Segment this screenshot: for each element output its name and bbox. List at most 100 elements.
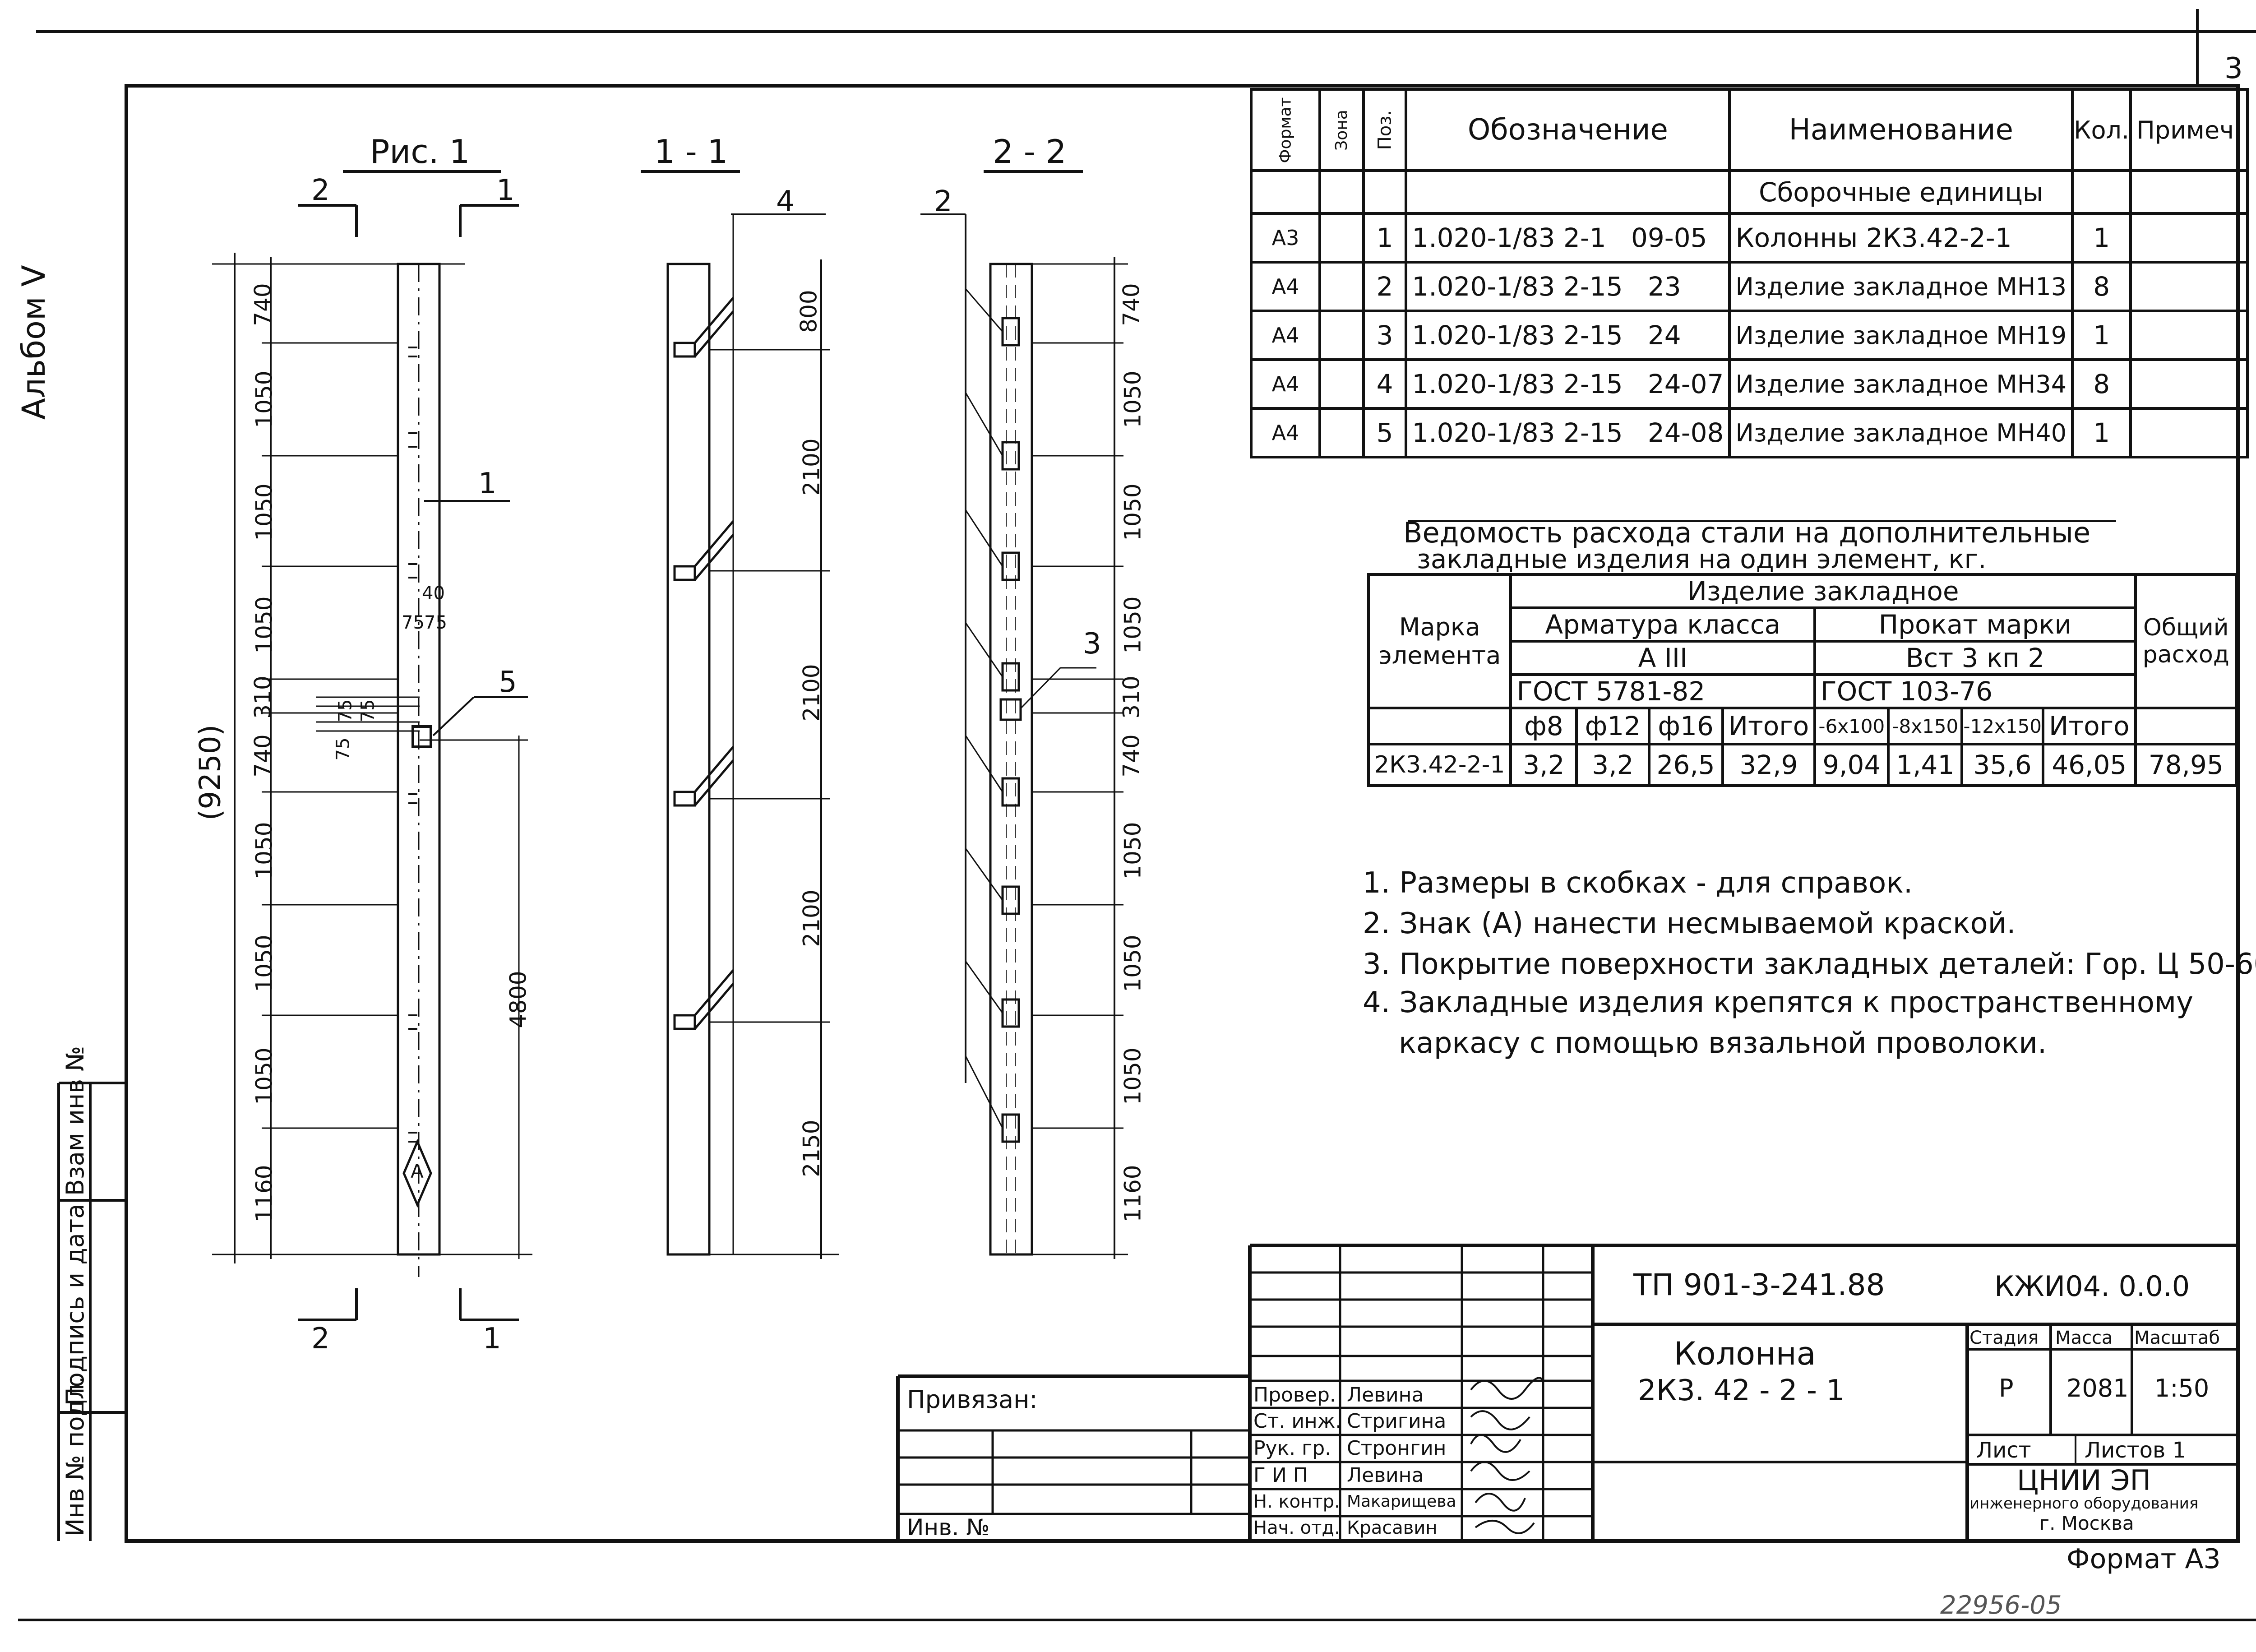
- org-line-2: инженерного оборудования: [1969, 1495, 2199, 1513]
- table-row: А4 5 1.020-1/83 2-15 24-08 Изделие закла…: [1249, 407, 2249, 458]
- fig1-dim-4: 1050: [251, 596, 277, 654]
- spec-h-zone: Зона: [1318, 88, 1365, 172]
- sig-role-5: Н. контр.: [1253, 1491, 1340, 1512]
- sec11-dim-3: 2100: [798, 664, 825, 722]
- org-line-3: г. Москва: [2039, 1512, 2134, 1534]
- steel-rebar-class: А III: [1509, 640, 1817, 676]
- fig1-dim-5: 310: [250, 676, 276, 719]
- sec22-dim-2: 1050: [1119, 370, 1146, 428]
- fig1-mark-a: A: [411, 1160, 424, 1182]
- sec22-dim-8: 1050: [1119, 935, 1146, 992]
- note-3: 3. Покрытие поверхности закладных детале…: [1363, 948, 2256, 981]
- scale-header: Масштаб: [2134, 1328, 2220, 1348]
- table-row: А3 1 1.020-1/83 2-1 09-05 Колонны 2К3.42…: [1249, 212, 2249, 264]
- cut-top-right: 1: [496, 174, 515, 207]
- sheets-label: Листов 1: [2085, 1438, 2187, 1463]
- steel-rebar-gost: ГОСТ 5781-82: [1509, 673, 1817, 709]
- sec11-dim-1: 800: [795, 290, 822, 333]
- sig-name-2: Стригина: [1347, 1410, 1447, 1433]
- fig1-total-dim: (9250): [194, 724, 227, 821]
- spec-section-row: Сборочные единицы: [1249, 169, 2249, 215]
- sheet-number: 3: [2224, 52, 2243, 85]
- table-row: А4 3 1.020-1/83 2-15 24 Изделие закладно…: [1249, 310, 2249, 361]
- fig1-callout-5: 5: [499, 666, 517, 699]
- sec11-dim-2: 2100: [798, 438, 825, 496]
- sig-name-6: Красавин: [1347, 1518, 1438, 1538]
- fig1-small-75d: 75: [357, 699, 379, 722]
- cut-top-left: 2: [311, 174, 330, 207]
- sig-role-6: Нач. отд.: [1253, 1518, 1340, 1538]
- fig1-dim-3: 1050: [251, 483, 277, 541]
- note-2: 2. Знак (А) нанести несмываемой краской.: [1363, 907, 2016, 940]
- org-line-1: ЦНИИ ЭП: [2017, 1464, 2151, 1497]
- spec-h-pos: Поз.: [1362, 88, 1408, 172]
- cut-bot-left: 2: [311, 1322, 330, 1356]
- spec-h-designation: Обозначение: [1405, 88, 1731, 172]
- spec-h-format: Формат: [1249, 88, 1322, 172]
- steel-table: Марка элемента Изделие закладное Общий р…: [1367, 573, 2238, 787]
- title-line-1: Колонна: [1674, 1335, 1816, 1372]
- mass-header: Масса: [2055, 1328, 2113, 1348]
- steel-mark-header: Марка элемента: [1367, 573, 1512, 709]
- sig-role-1: Провер.: [1253, 1384, 1336, 1407]
- sec22-dim-4: 1050: [1119, 596, 1146, 654]
- steel-group-header: Изделие закладное: [1509, 573, 2137, 609]
- scale-value: 1:50: [2154, 1374, 2210, 1402]
- fig1-small-40: 40: [422, 583, 445, 604]
- section-1-1-title: 1 - 1: [654, 133, 728, 171]
- stamp-vzam-inv: Взам инв №: [61, 1046, 89, 1196]
- steel-table-title-1: Ведомость расхода стали на дополнительны…: [1403, 516, 2091, 549]
- fig1-small-75a: 75: [402, 612, 425, 633]
- fig1-dim-8: 1050: [251, 935, 277, 992]
- sig-role-2: Ст. инж.: [1253, 1410, 1342, 1433]
- spec-table: Формат Зона Поз. Обозначение Наименовани…: [1249, 88, 2249, 458]
- steel-cols-row: ф8 ф12 ф16 Итого -6x100 -8x150 -12x150 И…: [1367, 707, 2238, 745]
- table-row: 2К3.42-2-1 3,2 3,2 26,5 32,9 9,04 1,41 3…: [1367, 743, 2238, 787]
- doc-code: КЖИ04. 0.0.0: [1994, 1270, 2190, 1303]
- sec22-dim-7: 1050: [1119, 822, 1146, 879]
- steel-rolled-grade: Вст 3 кп 2: [1813, 640, 2137, 676]
- format-label: Формат А3: [2066, 1543, 2221, 1575]
- steel-rebar-header: Арматура класса: [1509, 606, 1817, 643]
- fig1-small-75e: 75: [333, 737, 354, 761]
- sec22-dim-1: 740: [1118, 283, 1145, 326]
- sec22-dim-10: 1160: [1119, 1165, 1146, 1222]
- note-1: 1. Размеры в скобках - для справок.: [1363, 866, 1913, 900]
- archive-number: 22956-05: [1940, 1591, 2062, 1620]
- stage-value: Р: [1999, 1374, 2014, 1402]
- sheet-label: Лист: [1976, 1438, 2031, 1463]
- table-row: А4 4 1.020-1/83 2-15 24-07 Изделие закла…: [1249, 358, 2249, 410]
- bound-label: Привязан:: [907, 1385, 1038, 1414]
- steel-table-title-2: закладные изделия на один элемент, кг.: [1417, 544, 1987, 574]
- spec-h-name: Наименование: [1728, 88, 2074, 172]
- spec-header-row: Формат Зона Поз. Обозначение Наименовани…: [1249, 88, 2249, 172]
- steel-rolled-gost: ГОСТ 103-76: [1813, 673, 2137, 709]
- sec22-callout-3: 3: [1083, 627, 1101, 661]
- sig-name-5: Макарищева: [1347, 1492, 1456, 1511]
- sec22-dim-5: 310: [1118, 676, 1145, 719]
- fig1-title: Рис. 1: [370, 133, 470, 171]
- sec22-dim-6: 740: [1118, 734, 1145, 777]
- sec11-callout-4: 4: [776, 185, 795, 218]
- stamp-signature-date: Подпись и дата: [61, 1203, 89, 1406]
- table-row: А4 2 1.020-1/83 2-15 23 Изделие закладно…: [1249, 261, 2249, 312]
- inv-label: Инв. №: [907, 1514, 990, 1541]
- sec22-dim-3: 1050: [1119, 483, 1146, 541]
- note-4: 4. Закладные изделия крепятся к простран…: [1363, 986, 2194, 1019]
- fig1-dim-7: 1050: [251, 822, 277, 879]
- sec11-dim-4: 2100: [798, 889, 825, 947]
- fig1-dim-9: 1050: [251, 1047, 277, 1105]
- steel-total-header: Общий расход: [2134, 573, 2238, 709]
- sig-role-3: Рук. гр.: [1253, 1437, 1331, 1460]
- fig1-small-75b: 75: [424, 612, 447, 633]
- fig1-small-75c: 75: [335, 699, 356, 722]
- stage-header: Стадия: [1969, 1328, 2039, 1348]
- fig1-dim-1: 740: [250, 283, 276, 326]
- fig1-dim-6: 740: [250, 734, 276, 777]
- steel-rolled-header: Прокат марки: [1813, 606, 2137, 643]
- project-code: ТП 901-3-241.88: [1633, 1268, 1885, 1302]
- cut-bot-right: 1: [483, 1322, 501, 1356]
- note-5: каркасу с помощью вязальной проволоки.: [1399, 1027, 2047, 1060]
- sig-name-1: Левина: [1347, 1384, 1424, 1407]
